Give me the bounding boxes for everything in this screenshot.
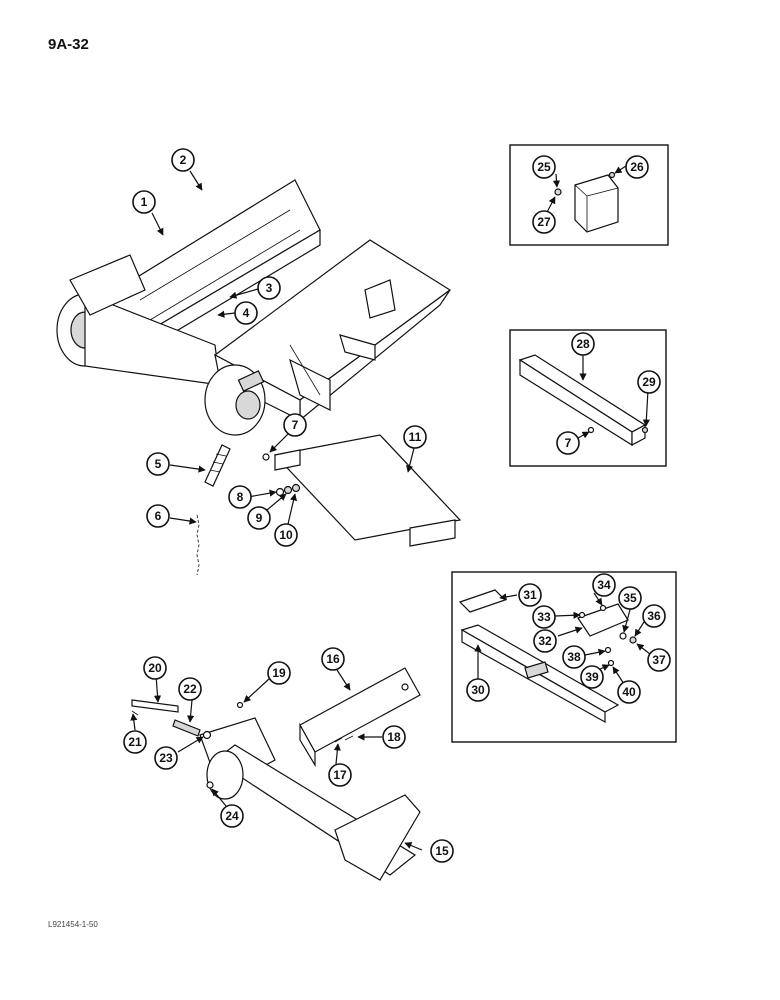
shield-plate-part-11	[262, 434, 462, 547]
callout-10: 10	[274, 523, 298, 547]
svg-text:2: 2	[180, 153, 187, 167]
callout-6: 6	[146, 504, 170, 528]
callout-22: 22	[178, 677, 202, 701]
callout-23: 23	[154, 746, 178, 770]
callout-25: 25	[532, 155, 556, 179]
conveyor-housing-right	[204, 239, 452, 436]
svg-text:28: 28	[576, 337, 590, 351]
svg-text:21: 21	[128, 735, 142, 749]
svg-text:30: 30	[471, 683, 485, 697]
callout-18: 18	[382, 725, 406, 749]
callout-16: 16	[321, 647, 345, 671]
conveyor-frame-left	[99, 179, 321, 361]
svg-text:4: 4	[243, 306, 250, 320]
callout-5: 5	[146, 452, 170, 476]
callout-9: 9	[247, 506, 271, 530]
page-number: 9A-32	[48, 36, 89, 53]
svg-text:35: 35	[623, 591, 637, 605]
callout-36: 36	[642, 604, 666, 628]
svg-text:6: 6	[155, 509, 162, 523]
callout-40: 40	[617, 680, 641, 704]
callout-32: 32	[533, 629, 557, 653]
svg-text:5: 5	[155, 457, 162, 471]
callout-29: 29	[637, 370, 661, 394]
svg-text:7: 7	[565, 436, 572, 450]
svg-text:32: 32	[538, 634, 552, 648]
svg-text:34: 34	[597, 578, 611, 592]
callout-34: 34	[592, 573, 616, 597]
callout-11: 11	[403, 425, 427, 449]
svg-text:10: 10	[279, 528, 293, 542]
svg-text:16: 16	[326, 652, 340, 666]
svg-text:7: 7	[292, 418, 299, 432]
callout-7: 7	[283, 413, 307, 437]
conveyor-roller-left	[56, 254, 221, 386]
callout-38: 38	[562, 645, 586, 669]
svg-text:9: 9	[256, 511, 263, 525]
frame-part-15	[199, 717, 421, 881]
callout-30: 30	[466, 678, 490, 702]
svg-text:22: 22	[183, 682, 197, 696]
svg-text:29: 29	[642, 375, 656, 389]
callout-19: 19	[267, 661, 291, 685]
svg-text:36: 36	[647, 609, 661, 623]
callout-3: 3	[257, 276, 281, 300]
callout-1: 1	[132, 190, 156, 214]
callout-7-inset: 7	[556, 431, 580, 455]
spring-part-5	[204, 444, 231, 487]
svg-text:27: 27	[537, 215, 551, 229]
svg-text:8: 8	[237, 490, 244, 504]
callout-15: 15	[430, 839, 454, 863]
callout-28: 28	[571, 332, 595, 356]
callout-35: 35	[618, 586, 642, 610]
svg-text:1: 1	[141, 195, 148, 209]
figure-code: L921454-1-50	[48, 920, 98, 929]
svg-text:18: 18	[387, 730, 401, 744]
svg-text:3: 3	[266, 281, 273, 295]
svg-text:33: 33	[537, 610, 551, 624]
svg-text:23: 23	[159, 751, 173, 765]
svg-text:11: 11	[409, 430, 422, 444]
svg-text:25: 25	[537, 160, 551, 174]
callout-31: 31	[518, 583, 542, 607]
svg-text:40: 40	[622, 685, 636, 699]
callout-17: 17	[328, 763, 352, 787]
svg-text:20: 20	[148, 661, 162, 675]
svg-text:19: 19	[272, 666, 286, 680]
callout-4: 4	[234, 301, 258, 325]
svg-text:31: 31	[523, 588, 537, 602]
callout-37: 37	[647, 648, 671, 672]
chain-part-6	[196, 514, 200, 576]
callout-20: 20	[143, 656, 167, 680]
svg-text:38: 38	[567, 650, 581, 664]
svg-text:39: 39	[585, 670, 599, 684]
callout-2: 2	[171, 148, 195, 172]
svg-text:26: 26	[630, 160, 644, 174]
pins-17-18	[334, 735, 354, 743]
callout-21: 21	[123, 730, 147, 754]
callout-39: 39	[580, 665, 604, 689]
callout-26: 26	[625, 155, 649, 179]
svg-text:24: 24	[225, 809, 239, 823]
callout-8: 8	[228, 485, 252, 509]
hardware-8-9-10	[275, 483, 301, 497]
svg-text:37: 37	[652, 653, 666, 667]
callout-33: 33	[532, 605, 556, 629]
svg-text:17: 17	[333, 768, 347, 782]
svg-text:15: 15	[435, 844, 449, 858]
channel-part-16	[299, 667, 421, 768]
callout-27: 27	[532, 210, 556, 234]
callout-24: 24	[220, 804, 244, 828]
